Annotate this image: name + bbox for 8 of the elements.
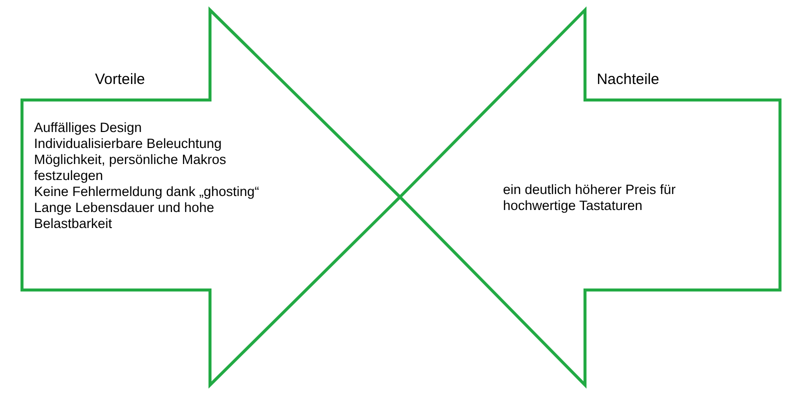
heading: Vorteile: [94, 72, 146, 88]
list-item: ein deutlich höherer Preis für hochwertige Tastaturen: [503, 182, 677, 214]
list-item: Auffälliges Design: [34, 120, 143, 136]
list-item: Möglichkeit, persönliche Makros festzulegen: [34, 152, 228, 184]
list-item: Individualisierbare Beleuchtung: [34, 136, 223, 152]
list-item: Lange Lebensdauer und hohe Belastbarkeit: [34, 200, 216, 232]
heading: Nachteile: [596, 72, 660, 88]
list-item: Keine Fehlermeldung dank „ghosting“: [34, 184, 260, 200]
